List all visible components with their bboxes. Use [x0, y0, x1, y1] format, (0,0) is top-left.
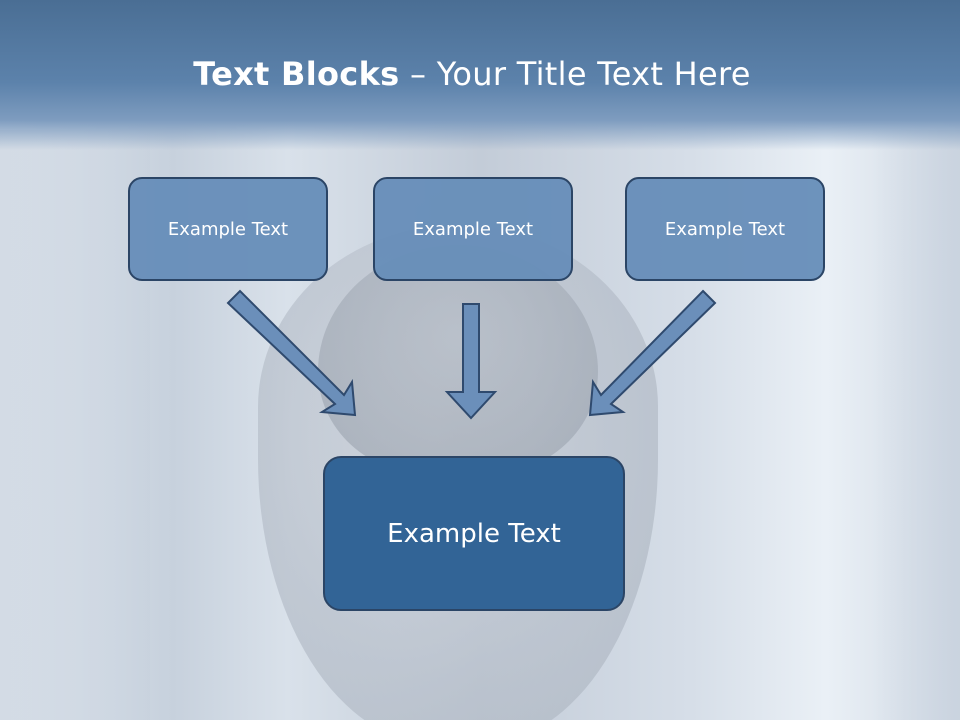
arrow-center: [444, 303, 498, 420]
header-band: [0, 0, 960, 150]
target-box-label: Example Text: [387, 518, 561, 549]
source-box-3: Example Text: [625, 177, 825, 281]
source-box-1-label: Example Text: [167, 218, 289, 240]
source-box-1: Example Text: [128, 177, 328, 281]
source-box-3-label: Example Text: [664, 218, 786, 240]
title-rest: – Your Title Text Here: [399, 55, 751, 93]
source-box-2-label: Example Text: [412, 218, 534, 240]
arrow-left: [226, 289, 357, 417]
background-shade-left: [0, 130, 150, 720]
target-box: Example Text: [323, 456, 625, 611]
arrow-right: [588, 289, 717, 417]
slide-title: Text Blocks – Your Title Text Here: [0, 55, 944, 93]
background-shade-right: [870, 130, 960, 720]
title-bold: Text Blocks: [193, 55, 400, 93]
source-box-2: Example Text: [373, 177, 573, 281]
gear-knob-top: [318, 245, 598, 475]
